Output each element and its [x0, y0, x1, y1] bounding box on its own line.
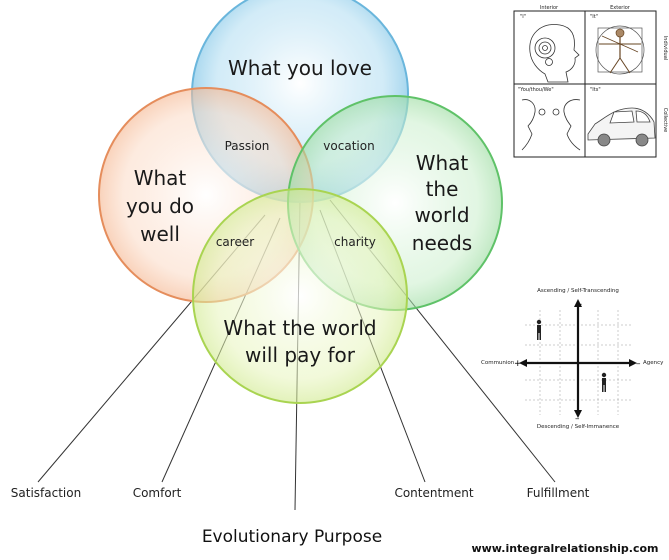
svg-text:What: What — [134, 166, 187, 190]
svg-text:the: the — [426, 177, 459, 201]
svg-text:you do: you do — [126, 194, 194, 218]
person-icon-lower — [601, 372, 607, 392]
axis-minus-right: – — [636, 359, 641, 369]
quadrant-individual: Individual — [662, 36, 668, 60]
title-what-you-do-well: What you do well — [126, 166, 194, 246]
quadrant-label-we: "You/thou/We" — [518, 87, 554, 93]
label-contentment: Contentment — [394, 486, 473, 500]
title-what-the-world-will-pay-for: What the world will pay for — [223, 316, 376, 367]
car-icon — [587, 107, 656, 147]
overlap-career: career — [216, 235, 254, 249]
axes-inset: Ascending / Self-Transcending Descending… — [481, 288, 664, 430]
axis-plus-left: + — [514, 359, 522, 369]
axis-left-label: Communion — [481, 360, 515, 366]
overlap-vocation: vocation — [323, 139, 374, 153]
label-comfort: Comfort — [133, 486, 182, 500]
person-icon-upper — [536, 319, 542, 340]
quadrant-label-its: "Its" — [590, 87, 601, 93]
label-satisfaction: Satisfaction — [11, 486, 81, 500]
label-fulfillment: Fulfillment — [527, 486, 590, 500]
svg-text:well: well — [140, 222, 180, 246]
overlap-charity: charity — [334, 235, 376, 249]
title-what-the-world-needs: What the world needs — [412, 151, 472, 255]
svg-text:What the world: What the world — [223, 316, 376, 340]
title-what-you-love: What you love — [228, 56, 372, 80]
axes-lines — [522, 302, 634, 415]
quadrant-label-i: "I" — [520, 14, 526, 20]
overlap-passion: Passion — [225, 139, 270, 153]
svg-text:will pay for: will pay for — [245, 343, 356, 367]
svg-text:What: What — [416, 151, 469, 175]
circle-what-the-world-will-pay-for — [192, 188, 408, 404]
axis-right-label: Agency — [643, 360, 664, 366]
quadrant-label-it: "It" — [590, 14, 598, 20]
quadrant-inset: Interior Exterior Individual Collective … — [513, 5, 668, 158]
quadrant-collective: Collective — [662, 108, 668, 133]
quadrant-exterior: Exterior — [610, 5, 631, 11]
vitruvian-figure-icon — [595, 25, 645, 75]
axis-bottom-label: Descending / Self-Immanence — [537, 424, 620, 430]
svg-text:world: world — [414, 203, 469, 227]
svg-text:needs: needs — [412, 231, 472, 255]
quadrant-interior: Interior — [540, 5, 559, 11]
website-url: www.integralrelationship.com — [471, 542, 658, 555]
label-evolutionary-purpose: Evolutionary Purpose — [202, 527, 382, 547]
axis-minus-bottom: – — [575, 414, 580, 424]
axis-top-label: Ascending / Self-Transcending — [537, 288, 619, 294]
head-brain-icon — [529, 24, 580, 83]
two-faces-icon — [521, 99, 581, 151]
